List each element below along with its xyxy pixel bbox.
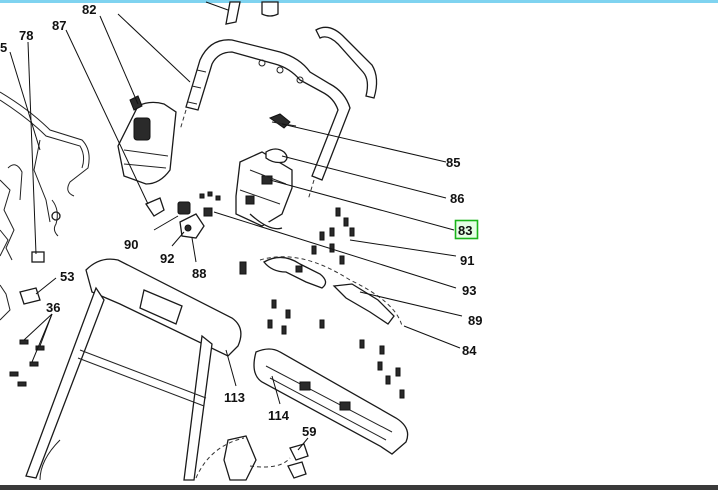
- bottom-scrollbar[interactable]: [0, 485, 718, 490]
- callout-91[interactable]: 91: [460, 253, 474, 268]
- bolts: [239, 207, 405, 399]
- callout-5[interactable]: 5: [0, 40, 7, 55]
- cable-guide-89[interactable]: [259, 256, 403, 327]
- callout-113[interactable]: 113: [224, 390, 245, 405]
- hardware-36[interactable]: [9, 339, 45, 387]
- callout-88[interactable]: 88: [192, 266, 206, 281]
- callout-85[interactable]: 85: [446, 155, 460, 170]
- clip-86[interactable]: [265, 148, 288, 164]
- left-cable-assembly[interactable]: [0, 91, 90, 321]
- callout-83-highlight[interactable]: [454, 219, 479, 240]
- callout-36[interactable]: 36: [46, 300, 60, 315]
- callout-82[interactable]: 82: [82, 2, 96, 17]
- callout-labels: 5 78 87 82 85 86 83 91 93 89 84 90 92 88…: [0, 2, 482, 439]
- shroud-114[interactable]: [253, 348, 409, 455]
- lever-parts[interactable]: [145, 191, 221, 239]
- callout-78[interactable]: 78: [19, 28, 33, 43]
- callout-87[interactable]: 87: [52, 18, 66, 33]
- hardware-53[interactable]: [19, 287, 41, 305]
- leader-lines: [9, 1, 463, 451]
- callout-114[interactable]: 114: [268, 408, 290, 423]
- callout-83[interactable]: 83: [458, 223, 472, 238]
- control-box[interactable]: [235, 151, 293, 230]
- callout-92[interactable]: 92: [160, 251, 174, 266]
- top-accent-bar: [0, 0, 718, 3]
- callout-86[interactable]: 86: [450, 191, 464, 206]
- callout-90[interactable]: 90: [124, 237, 138, 252]
- upper-handle[interactable]: [179, 1, 378, 201]
- callout-59[interactable]: 59: [302, 424, 316, 439]
- callout-89[interactable]: 89: [468, 313, 482, 328]
- callout-84[interactable]: 84: [462, 343, 477, 358]
- cable-guide-93[interactable]: [263, 256, 327, 289]
- control-housing[interactable]: [117, 95, 177, 185]
- callout-53[interactable]: 53: [60, 269, 74, 284]
- callout-93[interactable]: 93: [462, 283, 476, 298]
- bottom-parts-59[interactable]: [195, 435, 309, 481]
- lower-handle[interactable]: [25, 258, 242, 481]
